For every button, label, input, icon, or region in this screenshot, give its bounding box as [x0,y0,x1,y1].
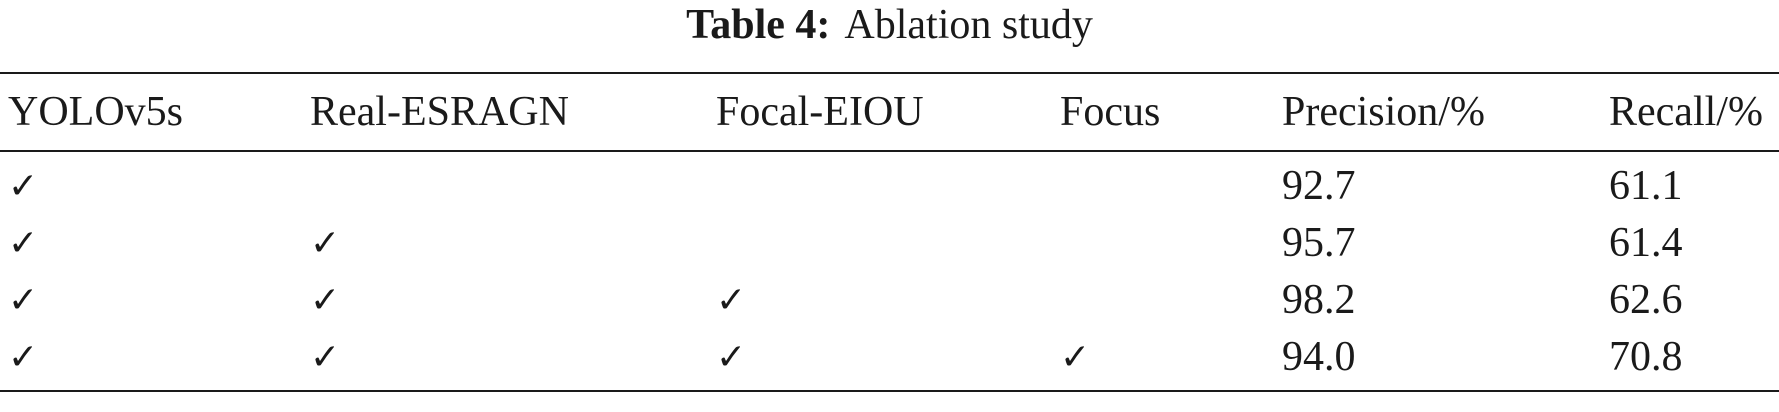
caption-label: Table 4: [686,2,831,48]
header-row: YOLOv5s Real-ESRAGN Focal-EIOU Focus Pre… [0,73,1779,151]
cell-recall: 70.8 [1609,334,1683,380]
cell-precision: 98.2 [1282,277,1356,323]
table-row: ✓ ✓ ✓ ✓ 94.0 70.8 [0,329,1779,391]
cell-focal-eiou: ✓ [716,280,747,321]
cell-yolov5s: ✓ [8,223,39,264]
header-precision: Precision/% [1282,89,1485,135]
table-body: ✓ 92.7 61.1 ✓ ✓ 95.7 61.4 ✓ ✓ ✓ 98.2 [0,151,1779,391]
table-row: ✓ ✓ ✓ 98.2 62.6 [0,272,1779,329]
cell-yolov5s: ✓ [8,166,39,207]
cell-recall: 61.4 [1609,220,1683,266]
header-focal-eiou: Focal-EIOU [716,89,924,135]
header-real-esragn: Real-ESRAGN [310,89,569,135]
cell-real-esragn: ✓ [310,223,341,264]
header-recall: Recall/% [1609,89,1763,135]
table-caption: Table 4: Ablation study [0,0,1779,70]
ablation-table: YOLOv5s Real-ESRAGN Focal-EIOU Focus Pre… [0,72,1779,392]
cell-focus [1052,215,1274,272]
table-row: ✓ ✓ 95.7 61.4 [0,215,1779,272]
cell-focal-eiou [708,151,1052,215]
cell-precision: 94.0 [1282,334,1356,380]
cell-focal-eiou: ✓ [716,337,747,378]
cell-recall: 61.1 [1609,163,1683,209]
caption-text: Ablation study [844,2,1093,48]
cell-precision: 92.7 [1282,163,1356,209]
table-row: ✓ 92.7 61.1 [0,151,1779,215]
cell-focus [1052,272,1274,329]
cell-real-esragn [302,151,708,215]
cell-yolov5s: ✓ [8,337,39,378]
header-focus: Focus [1060,89,1161,135]
cell-focal-eiou [708,215,1052,272]
cell-focus: ✓ [1060,337,1091,378]
cell-real-esragn: ✓ [310,337,341,378]
cell-yolov5s: ✓ [8,280,39,321]
cell-recall: 62.6 [1609,277,1683,323]
cell-precision: 95.7 [1282,220,1356,266]
cell-focus [1052,151,1274,215]
ablation-table-container: YOLOv5s Real-ESRAGN Focal-EIOU Focus Pre… [0,72,1779,392]
table-header: YOLOv5s Real-ESRAGN Focal-EIOU Focus Pre… [0,73,1779,151]
cell-real-esragn: ✓ [310,280,341,321]
header-yolov5s: YOLOv5s [8,89,183,135]
